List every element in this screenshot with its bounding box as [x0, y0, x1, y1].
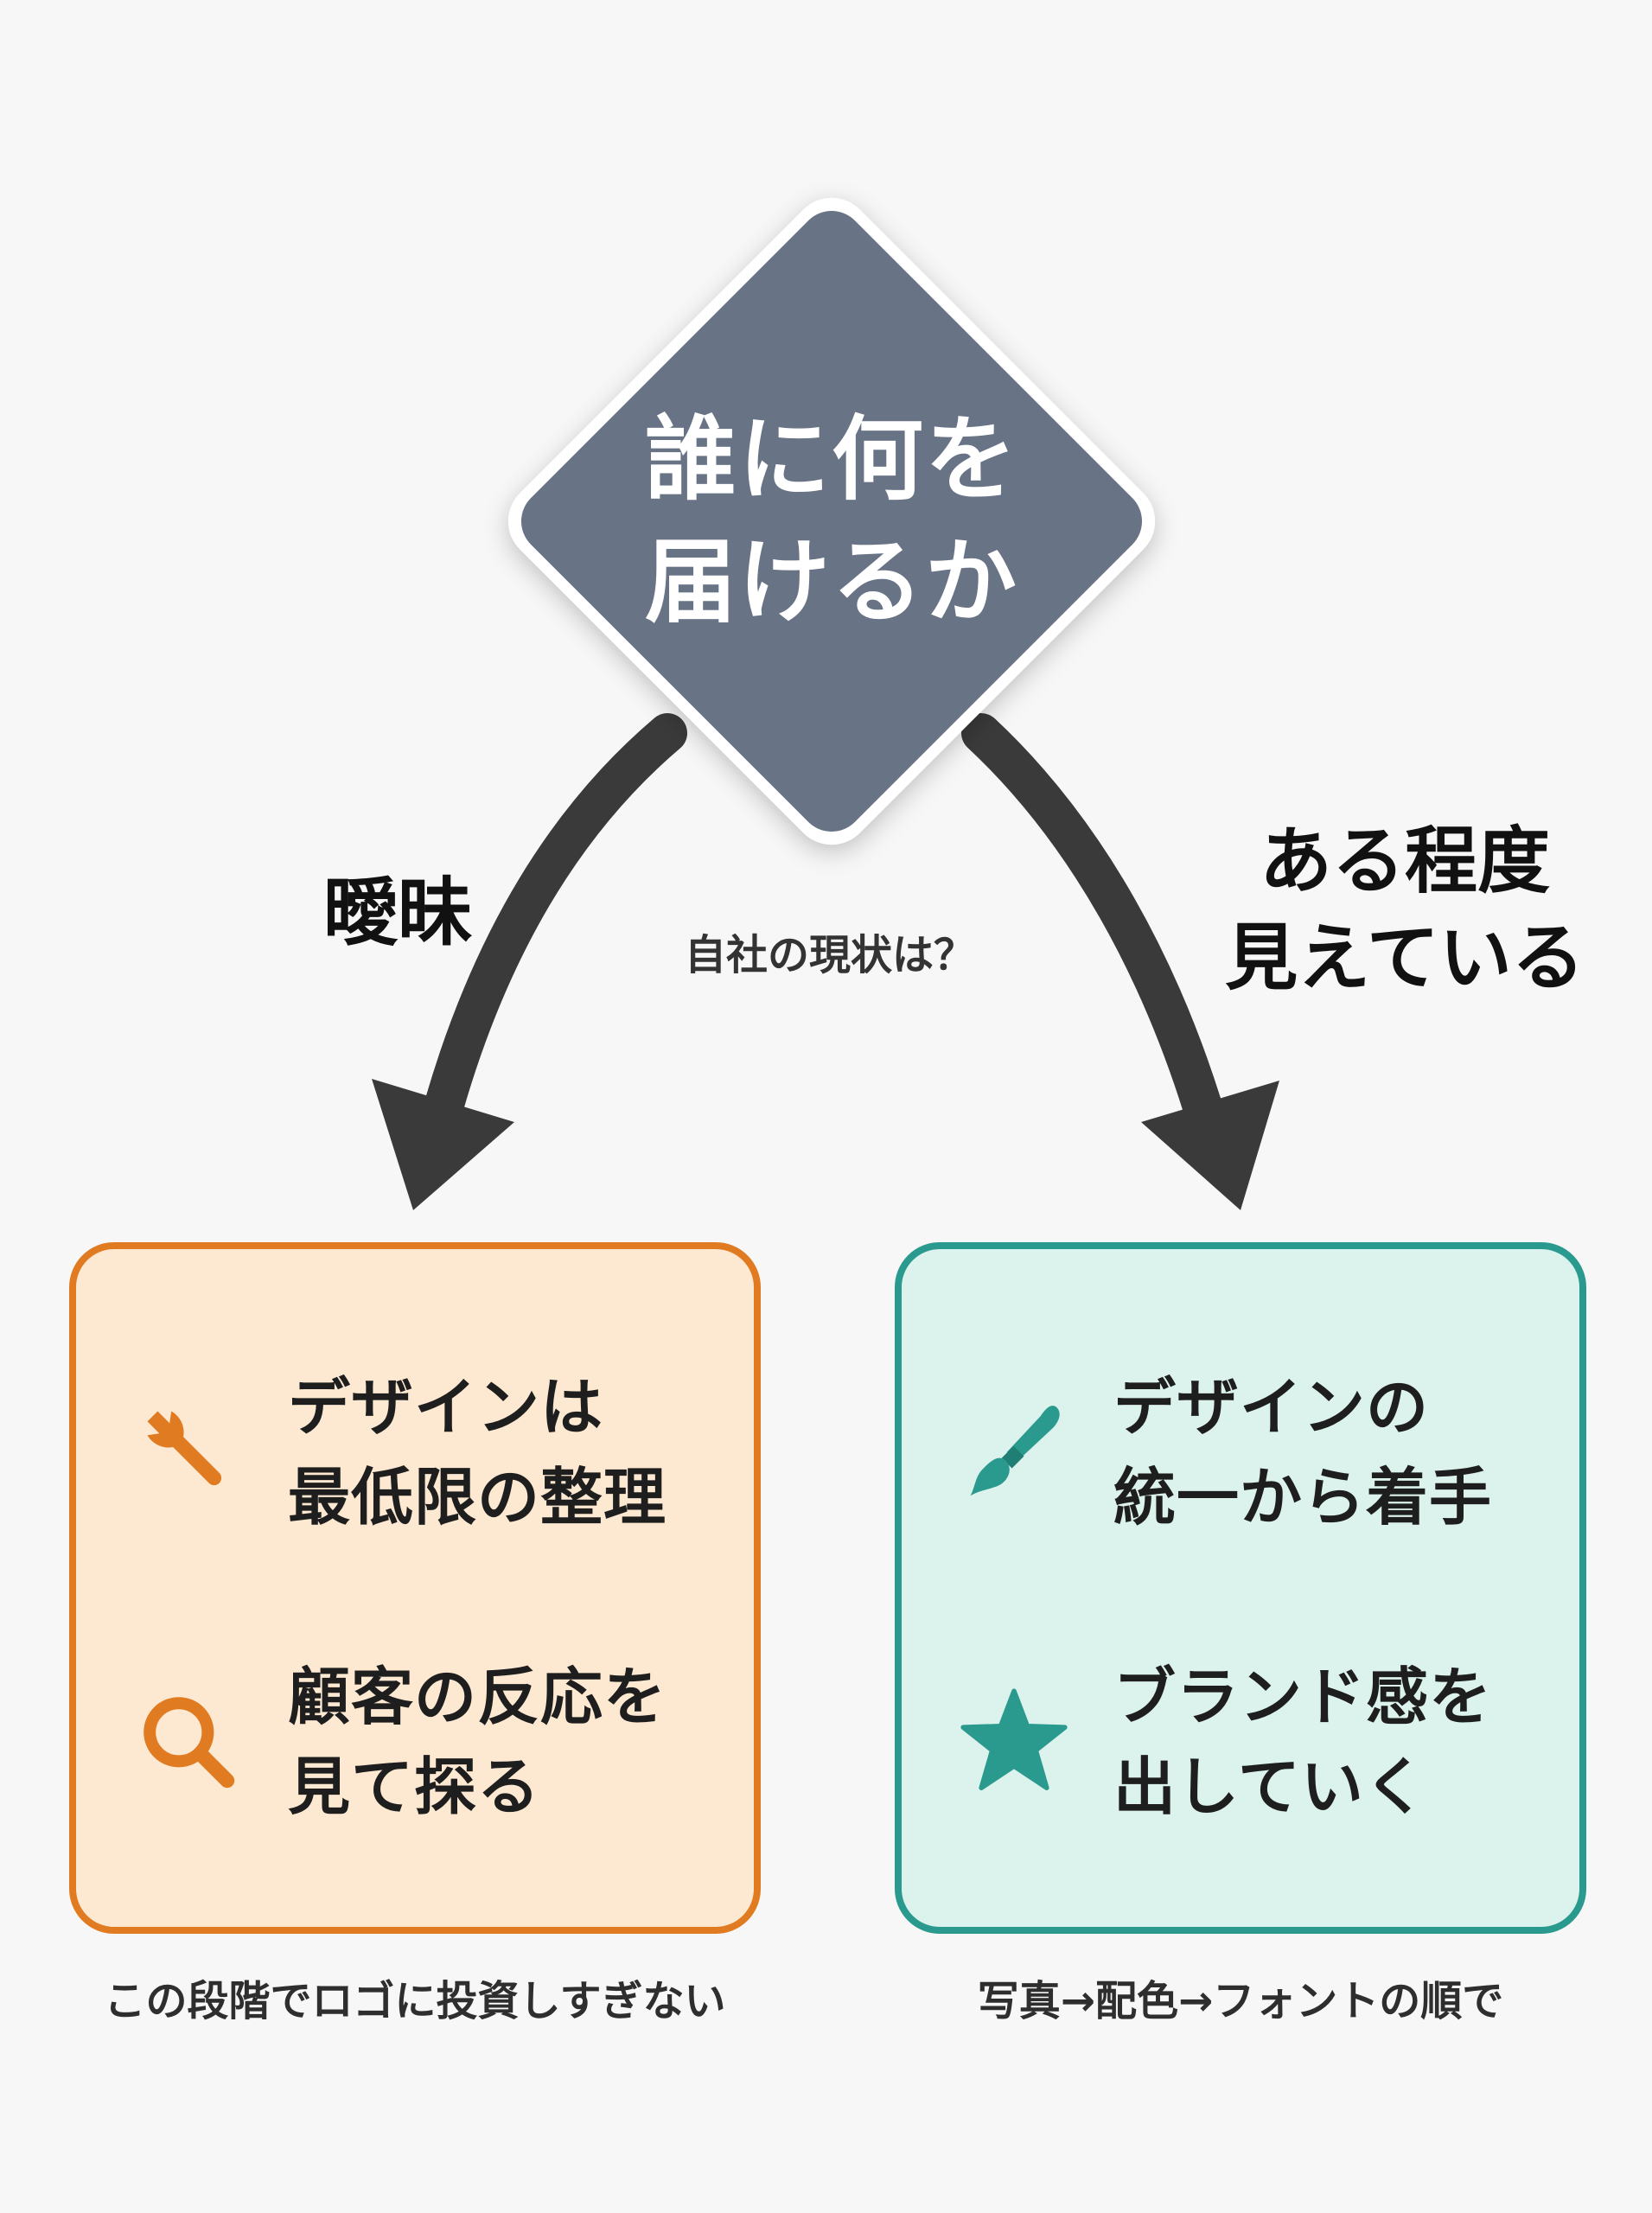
outcome-item-magnifier: 顧客の反応を 見て探る	[128, 1642, 733, 1841]
star-icon	[954, 1681, 1075, 1802]
outcome-item-text: ブランド感を 出していく	[1113, 1652, 1492, 1832]
outcome-item-line: デザインは	[288, 1371, 604, 1444]
outcome-caption-right: 写真→配色→フォントの順で	[977, 1977, 1504, 2025]
wrench-icon	[128, 1392, 249, 1513]
outcome-caption-left: この段階でロゴに投資しすぎない	[104, 1977, 726, 2025]
decision-title-line-1: 誰に何を	[645, 406, 1018, 513]
decision-title: 誰に何を 届けるか	[645, 399, 1018, 644]
decision-question: 自社の現状は？	[684, 931, 975, 979]
arrow-left	[372, 713, 687, 1210]
outcome-item-line: 出していく	[1113, 1751, 1427, 1823]
outcome-item-text: デザインは 最低限の整理	[288, 1362, 667, 1542]
outcome-item-line: ブランド感を	[1113, 1661, 1493, 1733]
branch-label-right-line-1: ある程度	[1259, 819, 1550, 903]
outcome-item-text: 顧客の反応を 見て探る	[288, 1652, 667, 1832]
paintbrush-icon	[954, 1392, 1075, 1513]
outcome-box-left: デザインは 最低限の整理 顧客の反応を 見て探る	[69, 1242, 761, 1934]
branch-label-right: ある程度 見えている	[1189, 813, 1621, 1006]
outcome-item-line: 見て探る	[288, 1751, 541, 1823]
arrow-right-shaft	[961, 713, 1230, 1152]
arrow-left-shaft	[417, 713, 687, 1152]
branch-label-right-line-2: 見えている	[1225, 915, 1585, 1000]
outcome-item-text: デザインの 統一から着手	[1113, 1362, 1492, 1542]
outcome-item-line: デザインの	[1113, 1371, 1430, 1444]
decision-diamond: 誰に何を 届けるか	[490, 180, 1173, 863]
branch-label-left: 曖昧	[323, 870, 472, 956]
outcome-box-right: デザインの 統一から着手 ブランド感を 出していく	[895, 1242, 1586, 1934]
outcome-item-star: ブランド感を 出していく	[954, 1642, 1559, 1841]
outcome-item-line: 顧客の反応を	[288, 1661, 667, 1733]
outcome-item-line: 最低限の整理	[288, 1461, 667, 1534]
decision-title-line-2: 届けるか	[645, 529, 1018, 635]
outcome-item-line: 統一から着手	[1113, 1461, 1493, 1534]
magnifier-icon	[128, 1681, 249, 1802]
decision-diamond-shape	[507, 197, 1156, 845]
outcome-item-wrench: デザインは 最低限の整理	[128, 1353, 733, 1552]
arrow-left-head	[372, 1079, 514, 1210]
arrow-right	[961, 713, 1279, 1210]
outcome-item-paintbrush: デザインの 統一から着手	[954, 1353, 1559, 1552]
arrow-right-head	[1141, 1081, 1279, 1210]
